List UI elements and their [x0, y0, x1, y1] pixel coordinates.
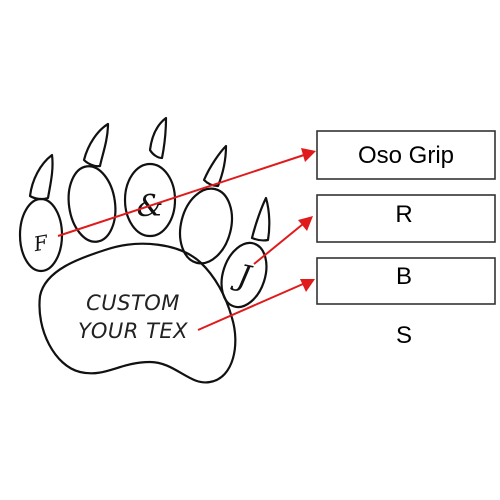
pad-text-line1: CUSTOM	[86, 291, 180, 315]
arrow-to-right-toe-label	[253, 223, 304, 265]
main-pad	[38, 242, 237, 384]
claw-1	[28, 153, 54, 201]
claw-5	[250, 196, 271, 242]
arrow-head-bottom-pad	[300, 279, 315, 292]
toe-initial-left: F	[31, 230, 51, 256]
font-style-box	[316, 130, 496, 180]
toe-pad-2	[67, 165, 117, 243]
toe-initial-right: J	[229, 257, 256, 295]
font-style-label: Oso Grip	[358, 142, 454, 169]
right-toe-box	[316, 194, 496, 243]
claw-2	[82, 122, 110, 168]
size-label: S	[396, 322, 412, 349]
bottom-pad-label: B	[396, 263, 412, 290]
toe-pad-5	[220, 241, 268, 309]
right-toe-label: R	[395, 201, 412, 228]
toe-pad-3	[123, 162, 177, 238]
pad-text-line2: YOUR TEX	[78, 319, 188, 343]
claw-4	[202, 144, 228, 188]
arrow-to-bottom-pad-label	[197, 283, 304, 331]
arrow-to-font-label	[57, 154, 305, 237]
toe-pad-4	[178, 187, 234, 265]
claw-3	[148, 116, 168, 160]
arrow-head-font	[301, 148, 316, 162]
bottom-pad-box	[316, 257, 496, 305]
arrow-head-right-toe	[298, 216, 313, 231]
